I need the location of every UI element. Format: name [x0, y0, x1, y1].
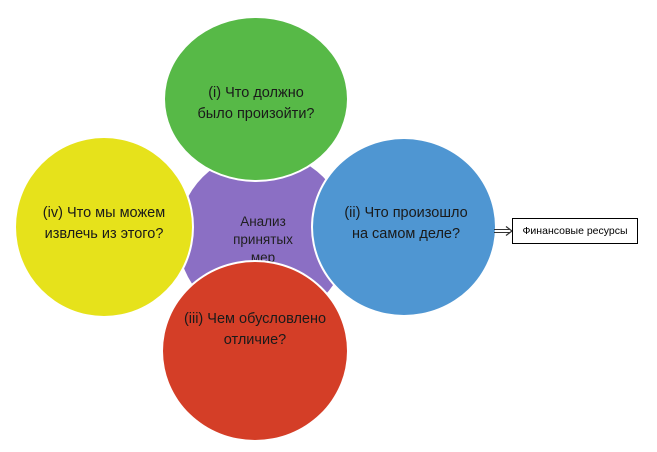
- circle-lessons-learned: (iv) Что мы можем извлечь из этого?: [14, 136, 194, 318]
- circle-what-should-happen: (i) Что должно было произойти?: [163, 16, 349, 182]
- arrow-right-icon: [494, 226, 513, 236]
- circle-what-actually-happened: (ii) Что произошло на самом деле?: [311, 137, 497, 317]
- circle-label-iv: (iv) Что мы можем извлечь из этого?: [42, 204, 166, 242]
- center-circle-label: Анализ принятых мер: [233, 213, 293, 266]
- financial-resources-label: Финансовые ресурсы: [522, 225, 628, 237]
- circle-label-iii: (iii) Чем обусловлено отличие?: [183, 310, 327, 348]
- circle-label-ii: (ii) Что произошло на самом деле?: [344, 204, 468, 242]
- circle-cause-of-difference: (iii) Чем обусловлено отличие?: [161, 260, 349, 442]
- financial-resources-box: Финансовые ресурсы: [512, 218, 638, 244]
- circle-label-i: (i) Что должно было произойти?: [197, 84, 315, 122]
